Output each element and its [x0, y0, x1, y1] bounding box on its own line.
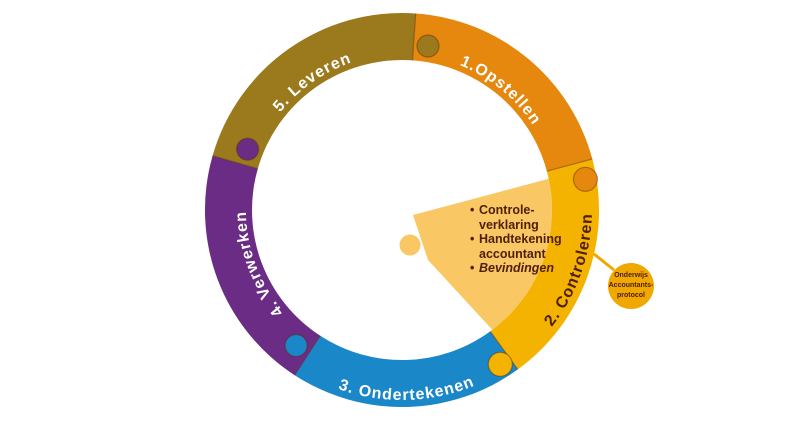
puzzle-knob-verwerken [236, 137, 260, 161]
junction-line [294, 335, 321, 376]
wedge [413, 178, 552, 330]
bullet-text-handtekening: Handtekening accountant [479, 232, 562, 261]
callout-line-2: Accountants- [608, 282, 654, 290]
bullet-text-controleverklaring: Controle-verklaring [479, 203, 539, 232]
junction-line [489, 331, 519, 370]
callout-line-1: Onderwijs [614, 272, 648, 280]
puzzle-knob-controleren [487, 351, 513, 377]
bullet-marker: • [470, 203, 475, 217]
ring-segment-ondertekenen [294, 331, 518, 408]
callout-badge: Onderwijs Accountants- protocol [608, 263, 654, 309]
ring-segment-controleren [490, 159, 600, 370]
junction-line [546, 158, 593, 172]
callout-line-3: protocol [617, 291, 645, 299]
callout-connector [593, 252, 615, 272]
ring-segment-opstellen [412, 13, 593, 172]
ring-segment-verwerken [204, 155, 321, 376]
ring-segment-leveren [212, 13, 416, 169]
bullet-text-bevindingen: Bevindingen [479, 261, 555, 275]
bullet-marker: • [470, 232, 475, 246]
puzzle-knob-opstellen [572, 166, 599, 192]
puzzle-knob-ondertekenen [284, 333, 308, 358]
wedge-apex-knob [399, 234, 421, 256]
junction-line [411, 13, 417, 61]
wedge-bullet-list: • Controle-verklaring • Handtekening acc… [470, 203, 572, 276]
bullet-item: • Controle-verklaring [470, 203, 572, 232]
bullet-item: • Handtekening accountant [470, 232, 572, 261]
junction-line [212, 155, 258, 170]
bullet-marker: • [470, 261, 475, 275]
bullet-item: • Bevindingen [470, 261, 572, 276]
puzzle-knob-leveren [416, 34, 440, 58]
